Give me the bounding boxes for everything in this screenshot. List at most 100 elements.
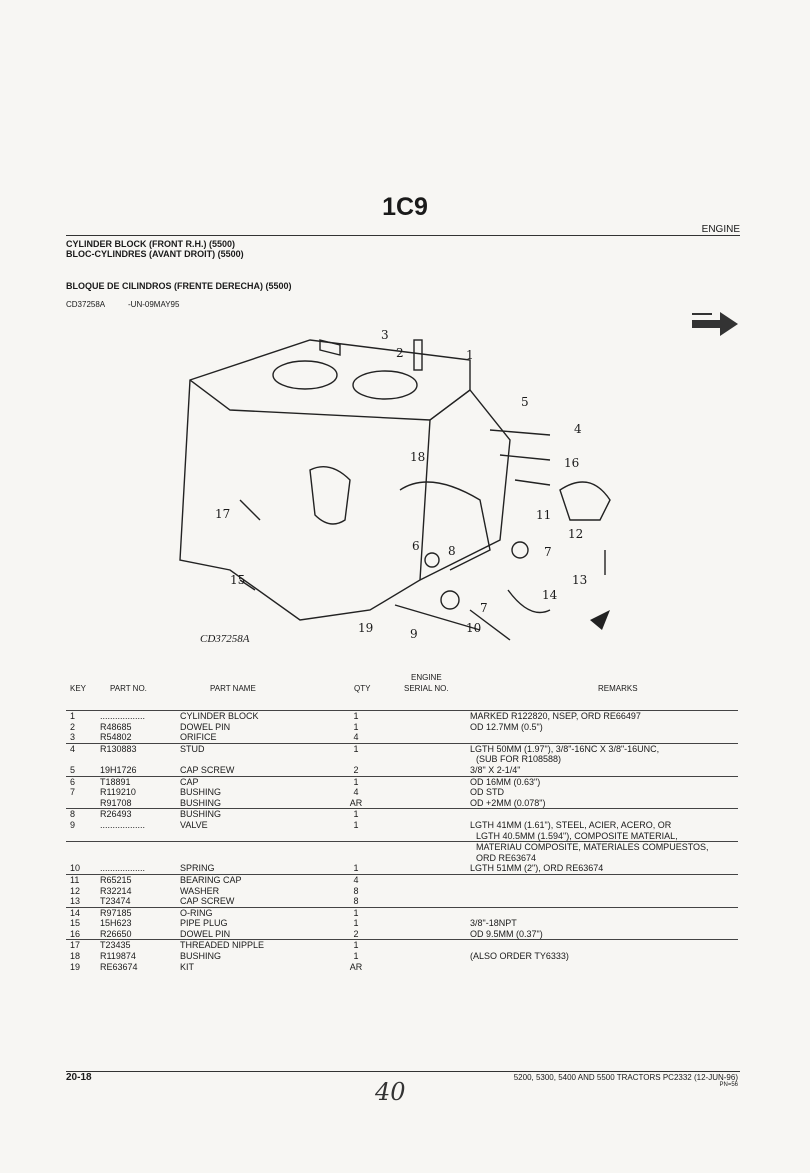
quantity: 8 [353,896,359,907]
part-number: R54802 [100,732,132,743]
remarks-line [470,732,738,743]
remarks [470,908,738,919]
part-name: THREADED NIPPLE [180,940,265,951]
diagram-caption: CD37258A [200,633,250,645]
remarks: LGTH 51MM (2"), ORD RE63674 [470,863,738,874]
remarks [470,962,738,973]
row-key: 3 [70,732,76,743]
callout-7: 7 [480,601,488,615]
remarks-line: 3/8"-18NPT [470,918,517,929]
remarks-line [470,886,738,897]
remarks-line: 3/8" X 2-1/4" [470,764,521,775]
row-key: 9 [70,819,76,830]
quantity: AR [349,961,363,972]
callout-7: 7 [544,545,552,559]
part-name: PIPE PLUG [180,918,228,929]
part-name: DOWEL PIN [180,721,231,732]
remarks-line: LGTH 41MM (1.61"), STEEL, ACIER, ACERO, … [470,819,672,830]
row-key: 13 [70,896,81,907]
remarks-line: OD 16MM (0.63") [470,776,541,787]
quantity: 1 [353,776,359,787]
part-name: O-RING [180,907,213,918]
remarks-line: OD +2MM (0.078") [470,797,546,808]
quantity: 1 [353,809,359,820]
remarks: LGTH 50MM (1.97"), 3/8"-16NC X 3/8"-16UN… [470,744,738,765]
row-key: 5 [70,764,76,775]
part-number: T23435 [100,940,131,951]
remarks [470,875,738,886]
part-number: R119874 [100,951,136,962]
remarks-line [470,908,738,919]
remarks-line: MARKED R122820, NSEP, ORD RE66497 [470,711,641,721]
remarks: OD 12.7MM (0.5") [470,722,738,733]
remarks [470,809,738,820]
cylinder-block-drawing [179,339,611,641]
part-number: .................. [100,863,146,874]
table-row: 2 R48685 DOWEL PIN 1 OD 12.7MM (0.5") [66,722,738,733]
table-row: 17 T23435 THREADED NIPPLE 1 [66,939,738,951]
remarks-line: LGTH 50MM (1.97"), 3/8"-16NC X 3/8"-16UN… [470,743,660,754]
footer-models: 5200, 5300, 5400 AND 5500 TRACTORS PC233… [513,1073,738,1082]
row-key: 2 [70,721,76,732]
row-key: 17 [70,940,81,951]
quantity: 1 [353,743,359,754]
part-name: CAP SCREW [180,896,235,907]
remarks [470,940,738,951]
quantity: 1 [353,711,359,721]
quantity: 4 [353,874,359,885]
part-number: R130883 [100,743,137,754]
header-engine: ENGINE [411,673,442,682]
quantity: 1 [353,819,359,830]
callout-5: 5 [521,395,529,409]
callout-17: 17 [215,507,231,521]
title-spanish: BLOQUE DE CILINDROS (FRENTE DERECHA) (55… [66,281,292,291]
callout-14: 14 [542,588,558,602]
remarks [470,732,738,743]
quantity: 1 [353,940,359,951]
callout-11: 11 [536,508,552,522]
callout-15: 15 [230,573,246,587]
part-number: R26650 [100,928,132,939]
quantity: 4 [353,732,359,743]
remarks-line: LGTH 40.5MM (1.594"), COMPOSITE MATERIAL… [476,830,678,841]
section-label: ENGINE [701,224,740,235]
row-key: 4 [70,743,76,754]
table-row: 13 T23474 CAP SCREW 8 [66,896,738,907]
part-number: T23474 [100,896,131,907]
direction-arrow-icon [692,312,738,336]
page-number: 20-18 [66,1072,92,1083]
quantity: AR [349,797,363,808]
callout-3: 3 [381,328,389,342]
quantity: 2 [353,928,359,939]
part-name: STUD [180,743,205,754]
remarks-line: OD 12.7MM (0.5") [470,721,543,732]
table-row: 4 R130883 STUD 1 LGTH 50MM (1.97"), 3/8"-16N… [66,742,738,765]
illustration-date: -UN-09MAY95 [128,300,180,309]
header-part-no: PART NO. [110,684,147,693]
callout-1: 1 [466,348,474,362]
part-name: BUSHING [180,797,222,808]
remarks: (ALSO ORDER TY6333) [470,951,738,962]
remarks-line: OD 9.5MM (0.37") [470,928,543,939]
remarks-line [470,896,738,907]
row-key: 18 [70,951,81,962]
part-number: R48685 [100,721,132,732]
row-key: 14 [70,907,81,918]
quantity: 1 [353,721,359,732]
part-name: DOWEL PIN [180,928,231,939]
remarks-line [470,809,738,820]
callout-2: 2 [396,346,404,360]
row-key: 19 [70,961,81,972]
remarks [470,886,738,897]
title-french: BLOC-CYLINDRES (AVANT DROIT) (5500) [66,249,244,259]
part-number: 19H1726 [100,764,137,775]
title-english: CYLINDER BLOCK (FRONT R.H.) (5500) [66,239,236,249]
callout-10: 10 [466,621,482,635]
